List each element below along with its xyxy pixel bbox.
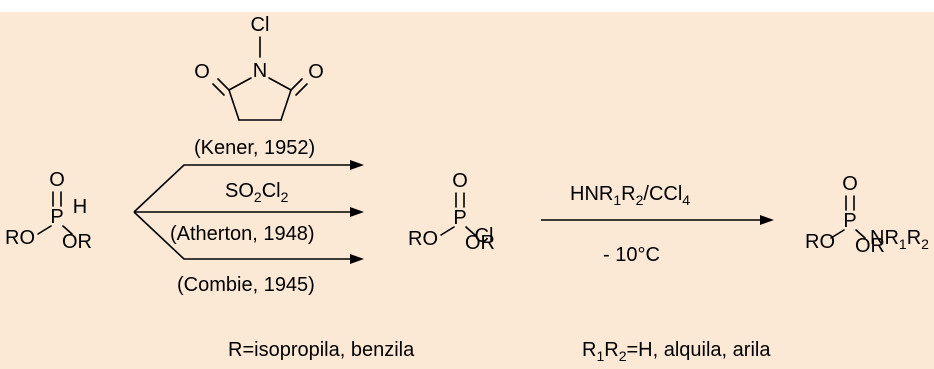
citation-combie: (Combie, 1945) xyxy=(177,274,315,296)
dialkyl-phosphite: O P H RO OR xyxy=(5,169,92,253)
ncs-n-c-right-bond xyxy=(268,77,292,91)
phosphite-phosphorus: P xyxy=(50,206,63,228)
arrow-upper xyxy=(133,164,352,213)
scheme-background xyxy=(0,12,934,369)
product-amino-r: R xyxy=(907,227,921,249)
reagent-sulfuryl-chloride-sub1: 2 xyxy=(254,189,262,205)
product-amino-sub2: 2 xyxy=(921,236,929,252)
product-alkoxy-right: OR xyxy=(855,235,885,257)
footnote-r2: R xyxy=(604,339,618,361)
phosphite-alkoxy-left: RO xyxy=(5,227,35,249)
reaction-temperature: - 10°C xyxy=(603,244,660,266)
reagent-sulfuryl-chloride-sub2: 2 xyxy=(281,189,289,205)
chlorophosphate-alkoxy-right: OR xyxy=(465,232,495,254)
ncs-nitrogen: N xyxy=(253,60,267,82)
ncs-c-o-right-double xyxy=(290,78,303,91)
reagent-amine-sub2: 2 xyxy=(636,192,644,208)
product-phosphorus: P xyxy=(843,210,856,232)
arrow-lower-head xyxy=(350,254,364,264)
phosphite-p-o-left xyxy=(37,225,52,235)
ncs-oxygen-right: O xyxy=(308,61,324,83)
product-amino-nr: NR xyxy=(870,227,899,249)
product-p-o-left xyxy=(830,229,845,239)
product-alkoxy-left: RO xyxy=(805,231,835,253)
chlorophosphate-oxygen: O xyxy=(452,170,468,192)
chlorination-arrows xyxy=(133,160,364,264)
footnote-r1: R xyxy=(582,339,596,361)
footnote-r2-sub: 2 xyxy=(619,348,627,364)
phosphite-oxygen: O xyxy=(49,169,65,191)
arrow-lower xyxy=(133,211,352,260)
phosphite-p-o-right xyxy=(62,225,73,235)
arrow-amination-head xyxy=(760,215,774,225)
chlorophosphate-p-o-left xyxy=(440,226,455,236)
arrow-middle-head xyxy=(350,207,364,217)
reagent-sulfuryl-chloride: SO2Cl2 xyxy=(225,180,289,205)
ncs-ring-right xyxy=(280,89,292,121)
ncs-c-o-left-double-2 xyxy=(212,83,225,96)
phosphite-hydrogen: H xyxy=(73,196,87,218)
product-amino-sub1: 1 xyxy=(899,236,907,252)
ncs-c-o-right-double-2 xyxy=(295,83,308,96)
chlorophosphate-p-o-right xyxy=(465,226,476,236)
ncs-c-o-left-double xyxy=(217,78,230,91)
ncs-structure: Cl N O O xyxy=(194,14,324,121)
phosphite-alkoxy-right: OR xyxy=(62,231,92,253)
footnote-r1r2-rest: =H, alquila, arila xyxy=(627,339,772,361)
citation-atherton: (Atherton, 1948) xyxy=(170,223,315,245)
footnote-r1r2-definition: R1R2=H, alquila, arila xyxy=(582,339,771,364)
footnote-r-definition: R=isopropila, benzila xyxy=(228,339,415,361)
product-amino-group: NR1R2 xyxy=(870,227,929,252)
ncs-n-c-left-bond xyxy=(228,77,252,91)
reagent-amine-sub3: 4 xyxy=(682,192,690,208)
product-p-o-right xyxy=(855,229,866,239)
reagent-amine-sub1: 1 xyxy=(613,192,621,208)
reagent-sulfuryl-chloride-mid: Cl xyxy=(262,180,281,202)
reagent-sulfuryl-chloride-base: SO xyxy=(225,180,254,202)
chlorophosphate-chlorine: Cl xyxy=(475,225,494,247)
reagent-amine-part-a: HNR xyxy=(570,183,613,205)
reagent-amine-part-c: /CCl xyxy=(643,183,682,205)
reagent-amine-ccl4: HNR1R2/CCl4 xyxy=(570,183,690,208)
product-oxygen: O xyxy=(842,173,858,195)
chlorophosphate-alkoxy-left: RO xyxy=(408,228,438,250)
arrow-upper-head xyxy=(350,160,364,170)
ncs-chlorine: Cl xyxy=(251,14,270,36)
dialkyl-chlorophosphate: O P Cl RO OR xyxy=(408,170,495,254)
citation-kener: (Kener, 1952) xyxy=(194,137,315,159)
reagent-amine-part-b: R xyxy=(621,183,635,205)
ncs-oxygen-left: O xyxy=(194,61,210,83)
phosphoramidate-product: O P RO OR NR1R2 xyxy=(805,173,929,257)
footnote-r1-sub: 1 xyxy=(596,348,604,364)
ncs-ring-left xyxy=(228,89,240,121)
chlorophosphate-phosphorus: P xyxy=(453,207,466,229)
